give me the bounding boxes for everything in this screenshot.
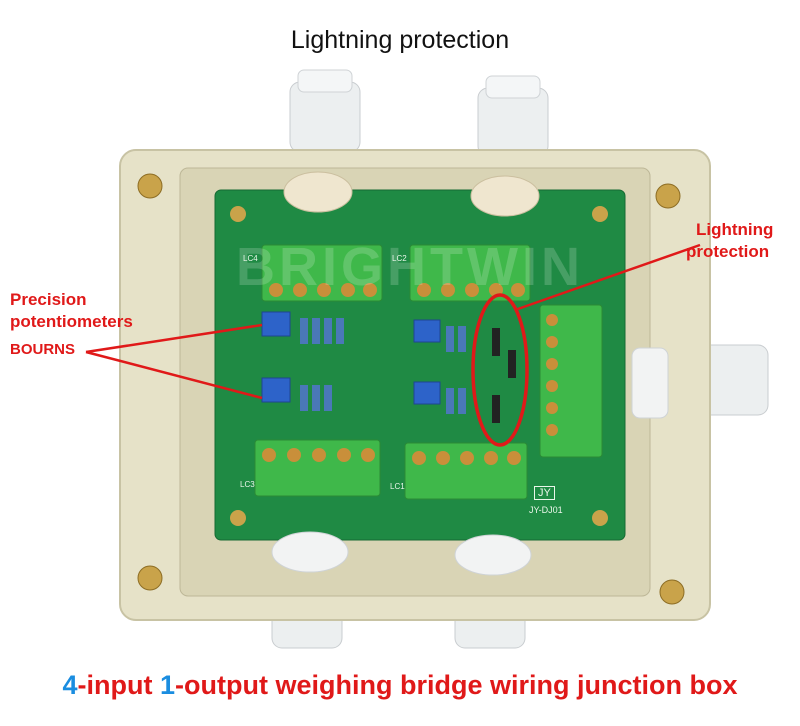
protection-diodes — [492, 328, 516, 423]
precision-label-line1: Precision — [10, 290, 87, 309]
resistor-array — [300, 318, 466, 414]
lc1-label: LC1 — [390, 482, 405, 491]
terminal-block-lc3 — [254, 439, 381, 497]
input-count: 4 — [62, 670, 78, 700]
terminal-block-output — [539, 304, 603, 458]
board-logo: JY — [534, 486, 555, 500]
cable-gland-top-left — [289, 69, 361, 153]
bottom-title-part2: -output weighing bridge wiring junction … — [175, 670, 738, 700]
board-model: JY-DJ01 — [529, 505, 563, 515]
output-count: 1 — [160, 670, 176, 700]
lightning-label-line2: protection — [686, 242, 770, 261]
precision-label-line2: potentiometers — [10, 312, 133, 331]
bottom-title-part1: -input — [77, 670, 161, 700]
lc2-label: LC2 — [392, 254, 407, 263]
pointer-line — [85, 350, 263, 400]
pointer-line — [514, 243, 701, 312]
lightning-highlight-ellipse — [471, 293, 529, 447]
terminal-block-lc4 — [261, 244, 383, 302]
lc4-label: LC4 — [243, 254, 258, 263]
terminal-block-lc1 — [404, 442, 528, 500]
lightning-label-line1: Lightning — [696, 220, 774, 239]
lc3-label: LC3 — [240, 480, 255, 489]
cable-gland-top-right — [477, 75, 549, 157]
terminal-block-lc2 — [409, 244, 531, 302]
potentiometer — [261, 311, 441, 405]
bourns-label: BOURNS — [10, 341, 76, 358]
bottom-title: 4-input 1-output weighing bridge wiring … — [0, 670, 800, 701]
top-title: Lightning protection — [290, 26, 510, 54]
pointer-line — [85, 323, 263, 354]
watermark: BRIGHTWIN — [236, 237, 584, 297]
